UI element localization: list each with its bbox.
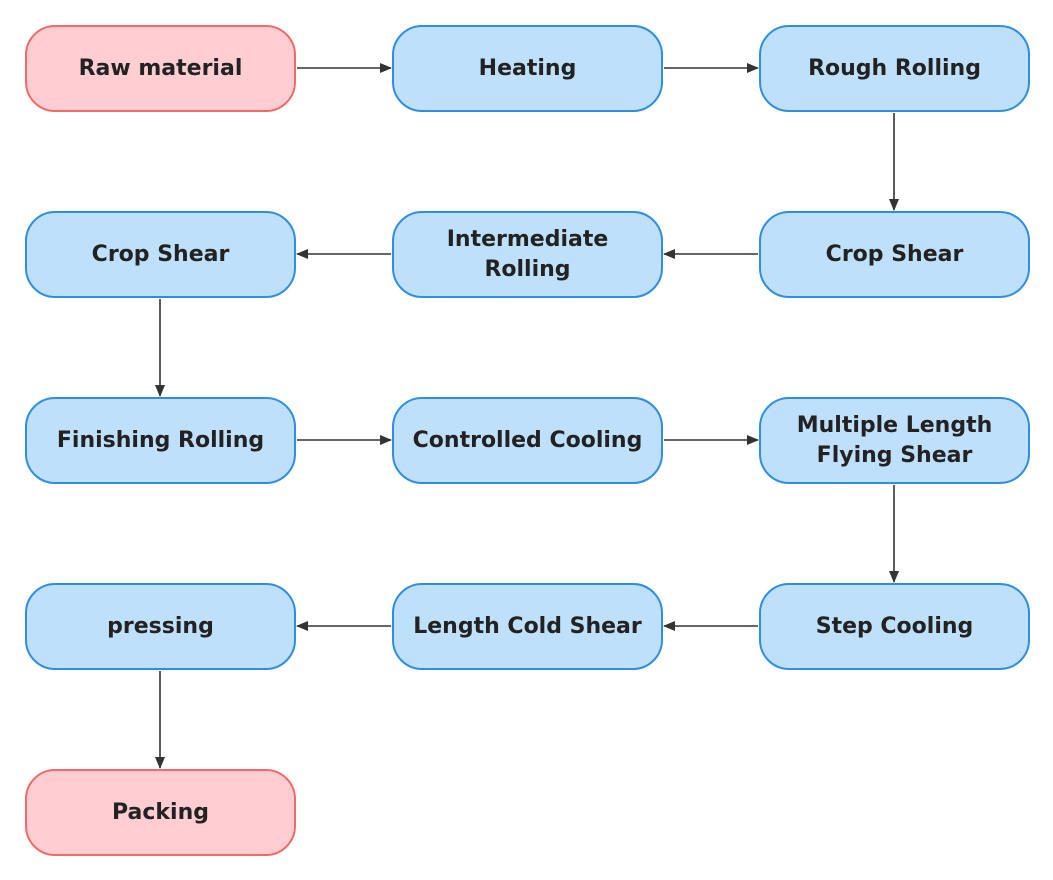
node-length-cold-shear[interactable]: Length Cold Shear <box>392 583 663 670</box>
node-crop-shear-2[interactable]: Crop Shear <box>25 211 296 298</box>
node-label: Crop Shear <box>91 241 230 267</box>
node-label: Packing <box>111 799 209 825</box>
node-label: Step Cooling <box>815 613 974 639</box>
node-finishing-rolling[interactable]: Finishing Rolling <box>25 397 296 484</box>
node-label: Rough Rolling <box>808 55 981 81</box>
node-step-cooling[interactable]: Step Cooling <box>759 583 1030 670</box>
node-packing[interactable]: Packing <box>25 769 296 856</box>
node-label: Multiple Length Flying Shear <box>796 412 993 468</box>
node-label: Controlled Cooling <box>412 427 643 453</box>
node-label: Finishing Rolling <box>56 427 265 453</box>
node-multiple-length-flying-shear[interactable]: Multiple Length Flying Shear <box>759 397 1030 484</box>
node-intermediate-rolling[interactable]: Intermediate Rolling <box>392 211 663 298</box>
node-raw-material[interactable]: Raw material <box>25 25 296 112</box>
node-crop-shear-1[interactable]: Crop Shear <box>759 211 1030 298</box>
node-label: Length Cold Shear <box>413 613 642 639</box>
node-label: Heating <box>478 55 577 81</box>
node-controlled-cooling[interactable]: Controlled Cooling <box>392 397 663 484</box>
node-label: Intermediate Rolling <box>446 226 609 282</box>
node-rough-rolling[interactable]: Rough Rolling <box>759 25 1030 112</box>
node-label: Crop Shear <box>825 241 964 267</box>
node-pressing[interactable]: pressing <box>25 583 296 670</box>
node-label: Raw material <box>78 55 243 81</box>
node-heating[interactable]: Heating <box>392 25 663 112</box>
node-label: pressing <box>107 613 214 639</box>
